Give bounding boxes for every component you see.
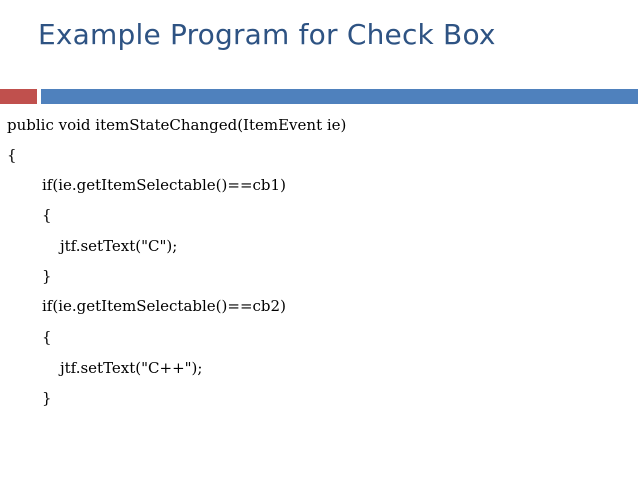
code-line: jtf.setText("C"); xyxy=(60,237,178,255)
title-divider-blue-bar xyxy=(41,89,638,104)
title-divider-red-bar xyxy=(0,89,37,104)
code-line: } xyxy=(42,389,52,407)
code-line: jtf.setText("C++"); xyxy=(60,359,203,377)
code-line: { xyxy=(42,328,52,346)
code-line: if(ie.getItemSelectable()==cb2) xyxy=(42,297,286,315)
code-line: } xyxy=(42,267,52,285)
code-line: if(ie.getItemSelectable()==cb1) xyxy=(42,176,286,194)
code-line: { xyxy=(7,146,17,164)
code-line: { xyxy=(42,206,52,224)
code-line: public void itemStateChanged(ItemEvent i… xyxy=(7,116,347,134)
slide-title: Example Program for Check Box xyxy=(38,18,496,51)
